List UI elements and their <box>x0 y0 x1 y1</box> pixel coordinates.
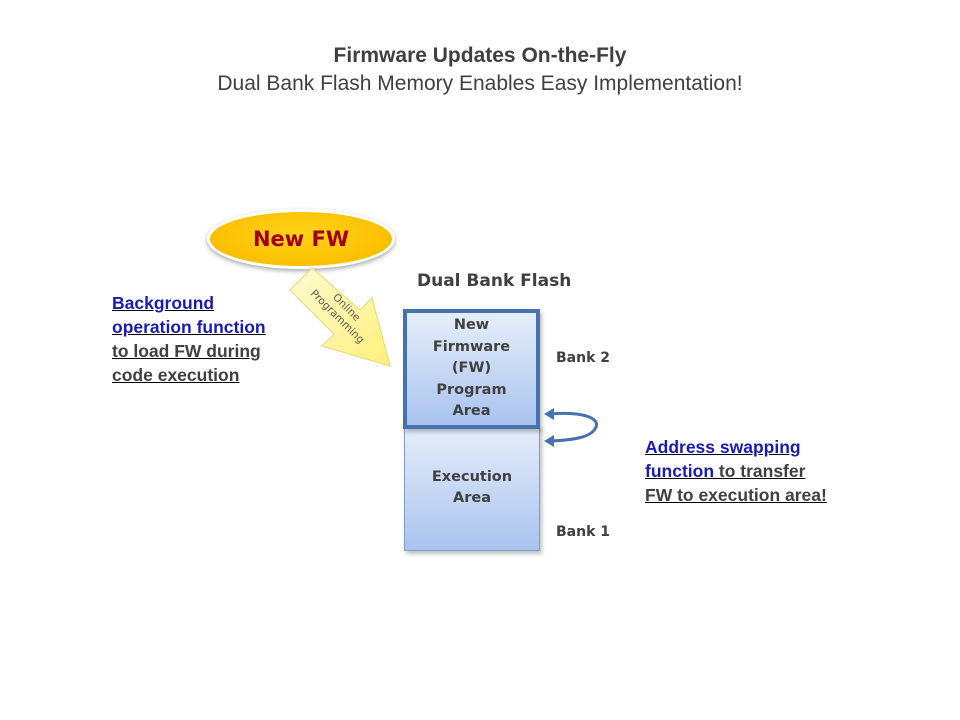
address-swapping-link[interactable]: Address swapping <box>645 437 801 457</box>
slide-subtitle: Dual Bank Flash Memory Enables Easy Impl… <box>217 72 743 95</box>
dual-bank-flash-label: Dual Bank Flash <box>417 271 572 291</box>
online-programming-arrow: Online Programming <box>289 267 391 367</box>
bank1-label: Bank 1 <box>556 524 611 540</box>
background-operation-link[interactable]: operation function <box>112 317 266 337</box>
bank2-line: Firmware <box>432 338 511 355</box>
bank1-line: Execution <box>431 468 513 485</box>
background-operation-note: Background operation function to load FW… <box>112 291 312 387</box>
new-fw-ellipse: New FW <box>207 209 395 269</box>
address-swap-arrow-icon <box>544 408 598 447</box>
bank1-line: Area <box>452 490 491 506</box>
bank2-line: Area <box>452 403 491 420</box>
bank1-execution-area: Execution Area <box>404 425 540 551</box>
address-swapping-note: Address swapping function to transfer FW… <box>645 435 885 507</box>
bank2-label: Bank 2 <box>556 350 611 366</box>
slide-title: Firmware Updates On-the-Fly <box>333 44 627 67</box>
note-text: to load FW during <box>112 341 261 361</box>
new-fw-label: New FW <box>252 227 350 251</box>
note-text: FW to execution area! <box>645 485 827 505</box>
background-operation-link[interactable]: Background <box>112 293 215 313</box>
note-text: code execution <box>112 365 240 385</box>
bank2-line: New <box>453 317 490 334</box>
bank2-program-area: New Firmware (FW) Program Area <box>403 309 540 429</box>
address-swapping-link[interactable]: function <box>645 461 719 481</box>
bank2-line: (FW) <box>451 360 492 377</box>
bank2-line: Program <box>436 381 507 398</box>
note-text: to transfer <box>718 461 806 481</box>
